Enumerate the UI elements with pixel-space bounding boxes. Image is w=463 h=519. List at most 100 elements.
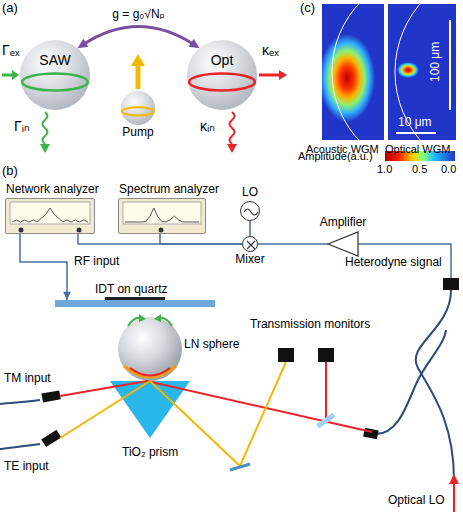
collimator — [363, 428, 379, 440]
connector — [20, 234, 71, 300]
node-outline — [6, 199, 96, 235]
fibers — [0, 290, 454, 480]
equator-ring — [122, 107, 154, 115]
connector — [258, 244, 328, 245]
acoustic-map — [322, 4, 384, 140]
part-label: Transmission monitors — [250, 318, 370, 332]
part-label: 10 μm — [398, 116, 432, 130]
kappa-ex-arrow — [259, 70, 287, 80]
part-label: (c) — [300, 1, 315, 16]
part-label: 0.5 — [412, 163, 427, 176]
mirror — [230, 464, 250, 470]
edge-label: g = g₀√Nₚ — [110, 8, 166, 22]
part-label: Amplitude(a.u.) — [298, 150, 373, 163]
part-label: LN sphere — [184, 338, 239, 352]
box-node: Network analyzer — [5, 198, 95, 234]
arrowhead — [63, 292, 71, 300]
arrowhead — [189, 39, 200, 48]
part-label: TE input — [4, 460, 49, 474]
part-label: Γₑₓ — [2, 42, 20, 58]
screen — [123, 202, 201, 224]
sphere-node: SAW — [20, 40, 90, 110]
node-outline — [328, 232, 358, 256]
kappa-in-wave — [227, 112, 237, 153]
connector — [160, 234, 242, 244]
node-outline — [119, 199, 207, 235]
node-text: LO — [242, 186, 258, 200]
part-label: TiO₂ prism — [122, 446, 178, 460]
saw-arrows — [128, 314, 172, 326]
node-text: IDT on quartz — [95, 283, 167, 297]
optical-map — [388, 4, 456, 140]
part-label: TM input — [4, 372, 51, 386]
part-label: 0.0 — [441, 163, 456, 176]
wire — [160, 234, 242, 244]
node-text: Pump — [122, 126, 153, 140]
sphere-node: Opt — [187, 40, 257, 110]
optical-mode — [124, 366, 176, 377]
node-text: Mixer — [235, 253, 264, 267]
gamma-ex-arrow — [2, 70, 19, 80]
port — [19, 228, 24, 233]
equator-ring — [22, 74, 88, 91]
arrowhead — [77, 39, 88, 48]
mixer-node: Mixer — [242, 236, 258, 252]
node-text: Opt — [211, 52, 234, 68]
part-label: 1.0 — [377, 163, 392, 176]
screen — [10, 202, 90, 224]
pump-arrow — [131, 54, 145, 89]
photodetector — [443, 278, 459, 290]
part-label: (b) — [2, 164, 18, 179]
node-text: Spectrum analyzer — [119, 183, 219, 197]
gamma-in-wave — [40, 112, 50, 153]
part-label: Heterodyne signal — [345, 256, 442, 270]
node-text: Network analyzer — [6, 183, 99, 197]
connector — [77, 26, 199, 48]
bar-node: IDT on quartz — [55, 300, 215, 307]
equator-ring — [189, 74, 255, 91]
node-text: Amplifier — [320, 216, 367, 230]
box-node: Spectrum analyzer — [118, 198, 206, 234]
sine — [244, 209, 258, 215]
triangle — [328, 232, 358, 256]
part-label: κₑₓ — [262, 42, 279, 58]
port — [77, 228, 82, 233]
ln-sphere — [118, 317, 182, 381]
part-label: Optical WGM — [385, 143, 450, 156]
photodetector — [318, 348, 334, 362]
part-label: Optical LO — [388, 494, 445, 508]
part-label: κᵢₙ — [200, 118, 215, 134]
amp-node: Amplifier — [328, 232, 358, 256]
optical-mode — [130, 368, 170, 376]
wire — [249, 221, 251, 236]
node-outline — [241, 202, 261, 222]
wire — [78, 234, 242, 244]
te-collimator — [41, 430, 61, 447]
port — [159, 228, 164, 233]
part-label: 100 μm — [429, 42, 443, 82]
node-outline — [20, 40, 90, 110]
trace — [12, 208, 88, 222]
photodetector — [278, 348, 294, 362]
beams — [60, 362, 372, 466]
electrode — [105, 297, 165, 300]
lo-node: LO — [240, 201, 260, 221]
prism — [110, 381, 190, 438]
optical-lo-arrow — [453, 484, 455, 512]
tm-collimator — [41, 390, 60, 402]
node-outline — [187, 40, 257, 110]
wire — [20, 234, 67, 300]
node-outline — [55, 300, 215, 307]
beam-splitter — [316, 413, 335, 429]
edge-label: RF input — [72, 255, 121, 269]
connector — [250, 221, 251, 236]
coupling-arc — [83, 26, 195, 44]
part-label: Γᵢₙ — [14, 118, 30, 134]
node-text: SAW — [39, 52, 70, 68]
trace — [125, 208, 199, 222]
node-outline — [121, 91, 155, 125]
wire — [258, 243, 328, 245]
node-outline — [243, 237, 259, 253]
pump-node: Pump — [121, 91, 155, 125]
